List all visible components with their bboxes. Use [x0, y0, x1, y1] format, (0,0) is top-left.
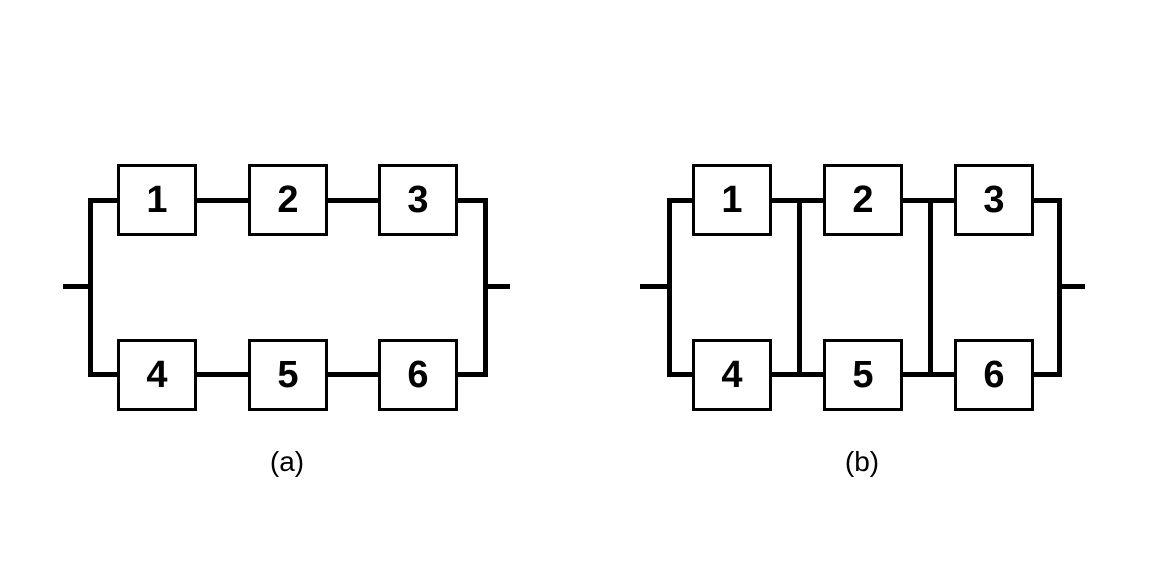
rbd-block-a-4-label: 4 [146, 354, 168, 396]
rbd-block-a-3-label: 3 [407, 179, 429, 221]
rbd-block-b-1-label: 1 [721, 179, 743, 221]
rbd-block-b-2-label: 2 [852, 179, 874, 221]
rbd-block-b-3-label: 3 [983, 179, 1005, 221]
rbd-block-b-6: 6 [954, 339, 1034, 411]
rbd-block-b-3: 3 [954, 164, 1034, 236]
rbd-block-a-5: 5 [248, 339, 328, 411]
rbd-block-b-2: 2 [823, 164, 903, 236]
rbd-block-b-4-label: 4 [721, 354, 743, 396]
rbd-block-a-6: 6 [378, 339, 458, 411]
diagram-b-mid-rail-1-line [797, 198, 802, 377]
rbd-block-a-4: 4 [117, 339, 197, 411]
rbd-block-a-1-label: 1 [146, 179, 168, 221]
rbd-block-b-4: 4 [692, 339, 772, 411]
rbd-block-a-6-label: 6 [407, 354, 429, 396]
diagram-b-mid-rail-2-line [928, 198, 933, 377]
rbd-block-b-5: 5 [823, 339, 903, 411]
diagram-b-input-stub-line [640, 284, 667, 289]
diagram-a-right-rail-line [483, 198, 488, 377]
rbd-block-a-1: 1 [117, 164, 197, 236]
rbd-block-b-1: 1 [692, 164, 772, 236]
rbd-block-a-5-label: 5 [277, 354, 299, 396]
rbd-block-a-2: 2 [248, 164, 328, 236]
rbd-block-a-2-label: 2 [277, 179, 299, 221]
diagram-a-output-stub-line [488, 284, 510, 289]
diagram-b-right-rail-line [1057, 198, 1062, 377]
rbd-block-b-5-label: 5 [852, 354, 874, 396]
diagram-b-caption: (b) [844, 446, 880, 477]
diagram-a-input-stub-line [63, 284, 88, 289]
diagram-b-left-rail-line [667, 198, 672, 377]
diagram-a-left-rail-line [88, 198, 93, 377]
diagram-b-output-stub-line [1062, 284, 1085, 289]
rbd-block-b-6-label: 6 [983, 354, 1005, 396]
rbd-block-a-3: 3 [378, 164, 458, 236]
diagram-a-caption: (a) [269, 446, 305, 477]
